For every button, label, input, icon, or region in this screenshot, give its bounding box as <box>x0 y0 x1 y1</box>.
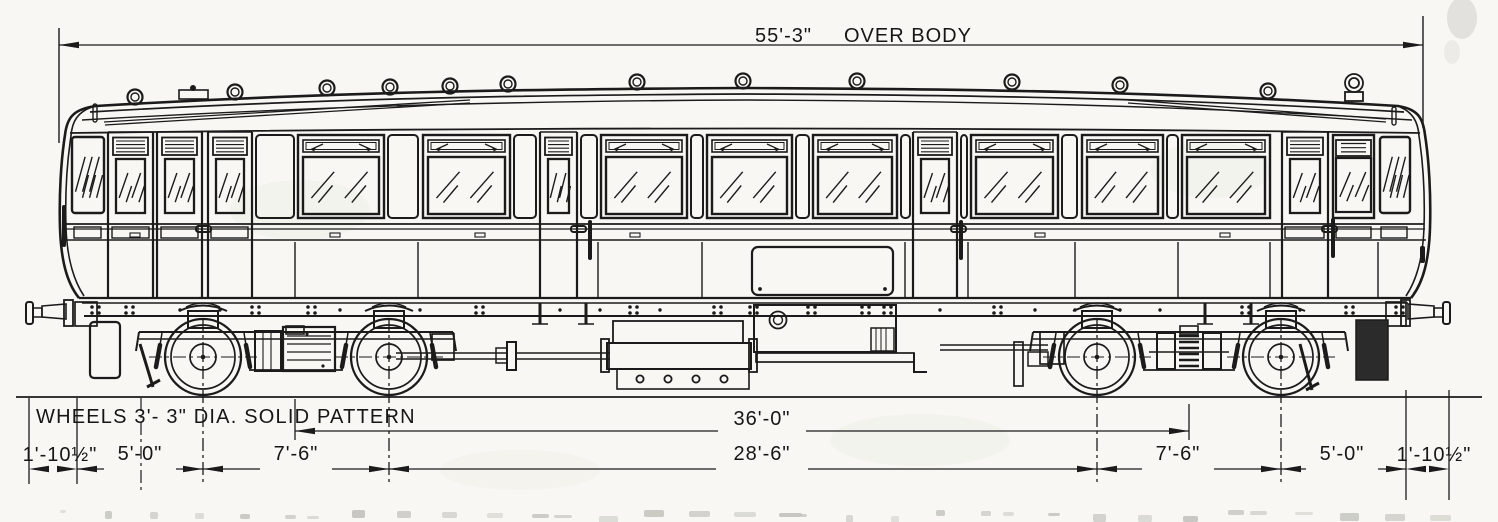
end-pillar-left <box>64 106 93 297</box>
saloon-window <box>296 133 386 220</box>
window-top-rail <box>69 127 1421 134</box>
door-grab-handles <box>62 205 1425 263</box>
saloon-window <box>421 133 512 220</box>
passenger-door <box>911 131 967 297</box>
end-pillar-right <box>1399 106 1426 297</box>
dim-seg-3: 28'-6" <box>734 443 791 465</box>
underframe <box>25 299 1451 392</box>
end-window <box>70 135 106 215</box>
dim-seg-0: 1'-10½" <box>23 444 98 466</box>
roof-vent-icon <box>1003 73 1021 91</box>
headstock-step-left <box>74 301 98 327</box>
saloon-window <box>811 133 899 220</box>
sandbox-left <box>88 320 122 380</box>
rain-strip-left <box>103 99 471 126</box>
silencer-bar <box>755 352 927 373</box>
wheels-note: WHEELS 3'- 3" DIA. SOLID PATTERN <box>36 406 416 428</box>
lower-panel-seams <box>129 232 1379 297</box>
pillar-panel <box>795 134 810 219</box>
lifeguard-left <box>138 343 161 389</box>
roof-vent-icon <box>734 72 752 90</box>
solebar-hangers <box>532 303 1259 325</box>
door-handle <box>195 225 212 233</box>
body-outline <box>58 86 1432 299</box>
roof-vent-icon <box>126 88 144 106</box>
roof-vents <box>126 72 1277 106</box>
roof-stub-left <box>92 103 98 123</box>
buffer-left <box>25 299 74 327</box>
paper-blotches <box>230 0 1477 490</box>
dimensions-bottom: WHEELS 3'- 3" DIA. SOLID PATTERN 36'-0" … <box>23 318 1472 500</box>
roof-vent-icon <box>441 77 459 95</box>
dim-bogie-centres: 36'-0" <box>734 408 791 430</box>
passenger-door <box>1280 131 1338 297</box>
scan-smudge <box>1447 0 1477 39</box>
passenger-door <box>155 131 212 297</box>
saloon-window <box>1180 133 1272 220</box>
pillar-panel <box>900 134 911 219</box>
gearbox-silencer <box>600 320 758 390</box>
passenger-door <box>106 131 155 297</box>
roof-inner-line <box>89 93 1405 113</box>
bogie-frame <box>1029 325 1349 371</box>
pillar-panel <box>513 134 537 219</box>
passenger-door <box>538 131 587 297</box>
saloon-window <box>1080 133 1165 220</box>
pillar-panel <box>690 134 704 219</box>
dim-seg-1: 5'-0" <box>118 443 163 465</box>
saloon-window <box>705 133 794 220</box>
pillar-panel <box>580 134 598 219</box>
headstock-step-right <box>1385 301 1407 327</box>
waist-panels <box>73 226 1408 239</box>
window-band <box>70 131 1412 297</box>
roof-box-vent <box>178 85 209 100</box>
radiator-grid <box>870 327 895 352</box>
door-handle <box>1321 225 1338 233</box>
roof-vent-icon <box>848 72 866 90</box>
engine-box <box>753 304 897 353</box>
passenger-door <box>206 131 254 297</box>
dimension-over-body: 55'-3" OVER BODY <box>58 16 1424 143</box>
pillar-panel <box>387 134 419 219</box>
door-handle <box>950 225 967 233</box>
dim-top-value: 55'-3" <box>755 25 812 47</box>
pillar-panel <box>960 134 968 219</box>
scan-artifact-strip <box>60 510 1451 522</box>
roof-vent-icon <box>318 79 336 97</box>
saloon-window <box>599 133 689 220</box>
bogie-frame <box>135 325 457 373</box>
roof-vent-icon <box>226 83 244 101</box>
pillar-panel <box>1061 134 1078 219</box>
saloon-window <box>969 133 1060 220</box>
pillar-panel <box>255 134 295 219</box>
dim-seg-5: 5'-0" <box>1320 443 1365 465</box>
vestibule-window <box>1331 133 1376 220</box>
roof-pedestal-vent <box>1344 73 1364 102</box>
dim-top-label: OVER BODY <box>844 25 972 47</box>
door-handle <box>570 225 587 233</box>
roof-vent-icon <box>1259 82 1277 100</box>
end-window <box>1378 135 1412 215</box>
roof-vent-icon <box>381 78 399 96</box>
roof-vent-icon <box>1111 76 1129 94</box>
roof-vent-icon <box>628 73 646 91</box>
roof-stub-right <box>1391 106 1397 126</box>
battery-box-right <box>1355 319 1389 381</box>
roof-vent-icon <box>499 75 517 93</box>
engine-access-panel <box>750 245 895 297</box>
dim-seg-2: 7'-6" <box>274 443 319 465</box>
carriage-body <box>58 73 1432 317</box>
bogies <box>135 325 1349 373</box>
rain-strip-right <box>1127 99 1387 123</box>
pillar-panel <box>1166 134 1179 219</box>
dim-seg-4: 7'-6" <box>1156 443 1201 465</box>
dim-seg-6: 1'-10½" <box>1397 444 1472 466</box>
